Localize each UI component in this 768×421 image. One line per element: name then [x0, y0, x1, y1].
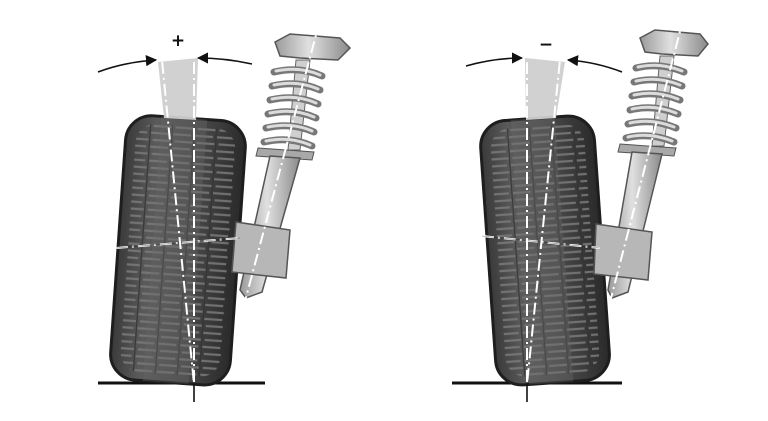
- tire: [479, 114, 611, 387]
- steering-axis-line: [243, 19, 321, 306]
- angle-arc-left: [465, 52, 524, 67]
- angle-arc-right: [566, 55, 623, 73]
- panel-negative-camber: −: [452, 15, 709, 402]
- camber-sign-positive: +: [171, 31, 185, 51]
- camber-sign-negative: −: [539, 35, 553, 55]
- steering-axis-line: [609, 15, 685, 303]
- camber-angle-wedge: [525, 58, 565, 120]
- wheel-centerline: [159, 39, 195, 385]
- angle-arc-right: [196, 52, 253, 65]
- strut-assembly: [231, 33, 352, 299]
- strut-assembly: [593, 29, 709, 299]
- camber-angle-wedge: [158, 58, 198, 120]
- tire: [109, 114, 247, 387]
- wheel-centerline: [526, 39, 563, 385]
- angle-arc-left: [97, 55, 158, 73]
- panel-positive-camber: +: [97, 19, 352, 402]
